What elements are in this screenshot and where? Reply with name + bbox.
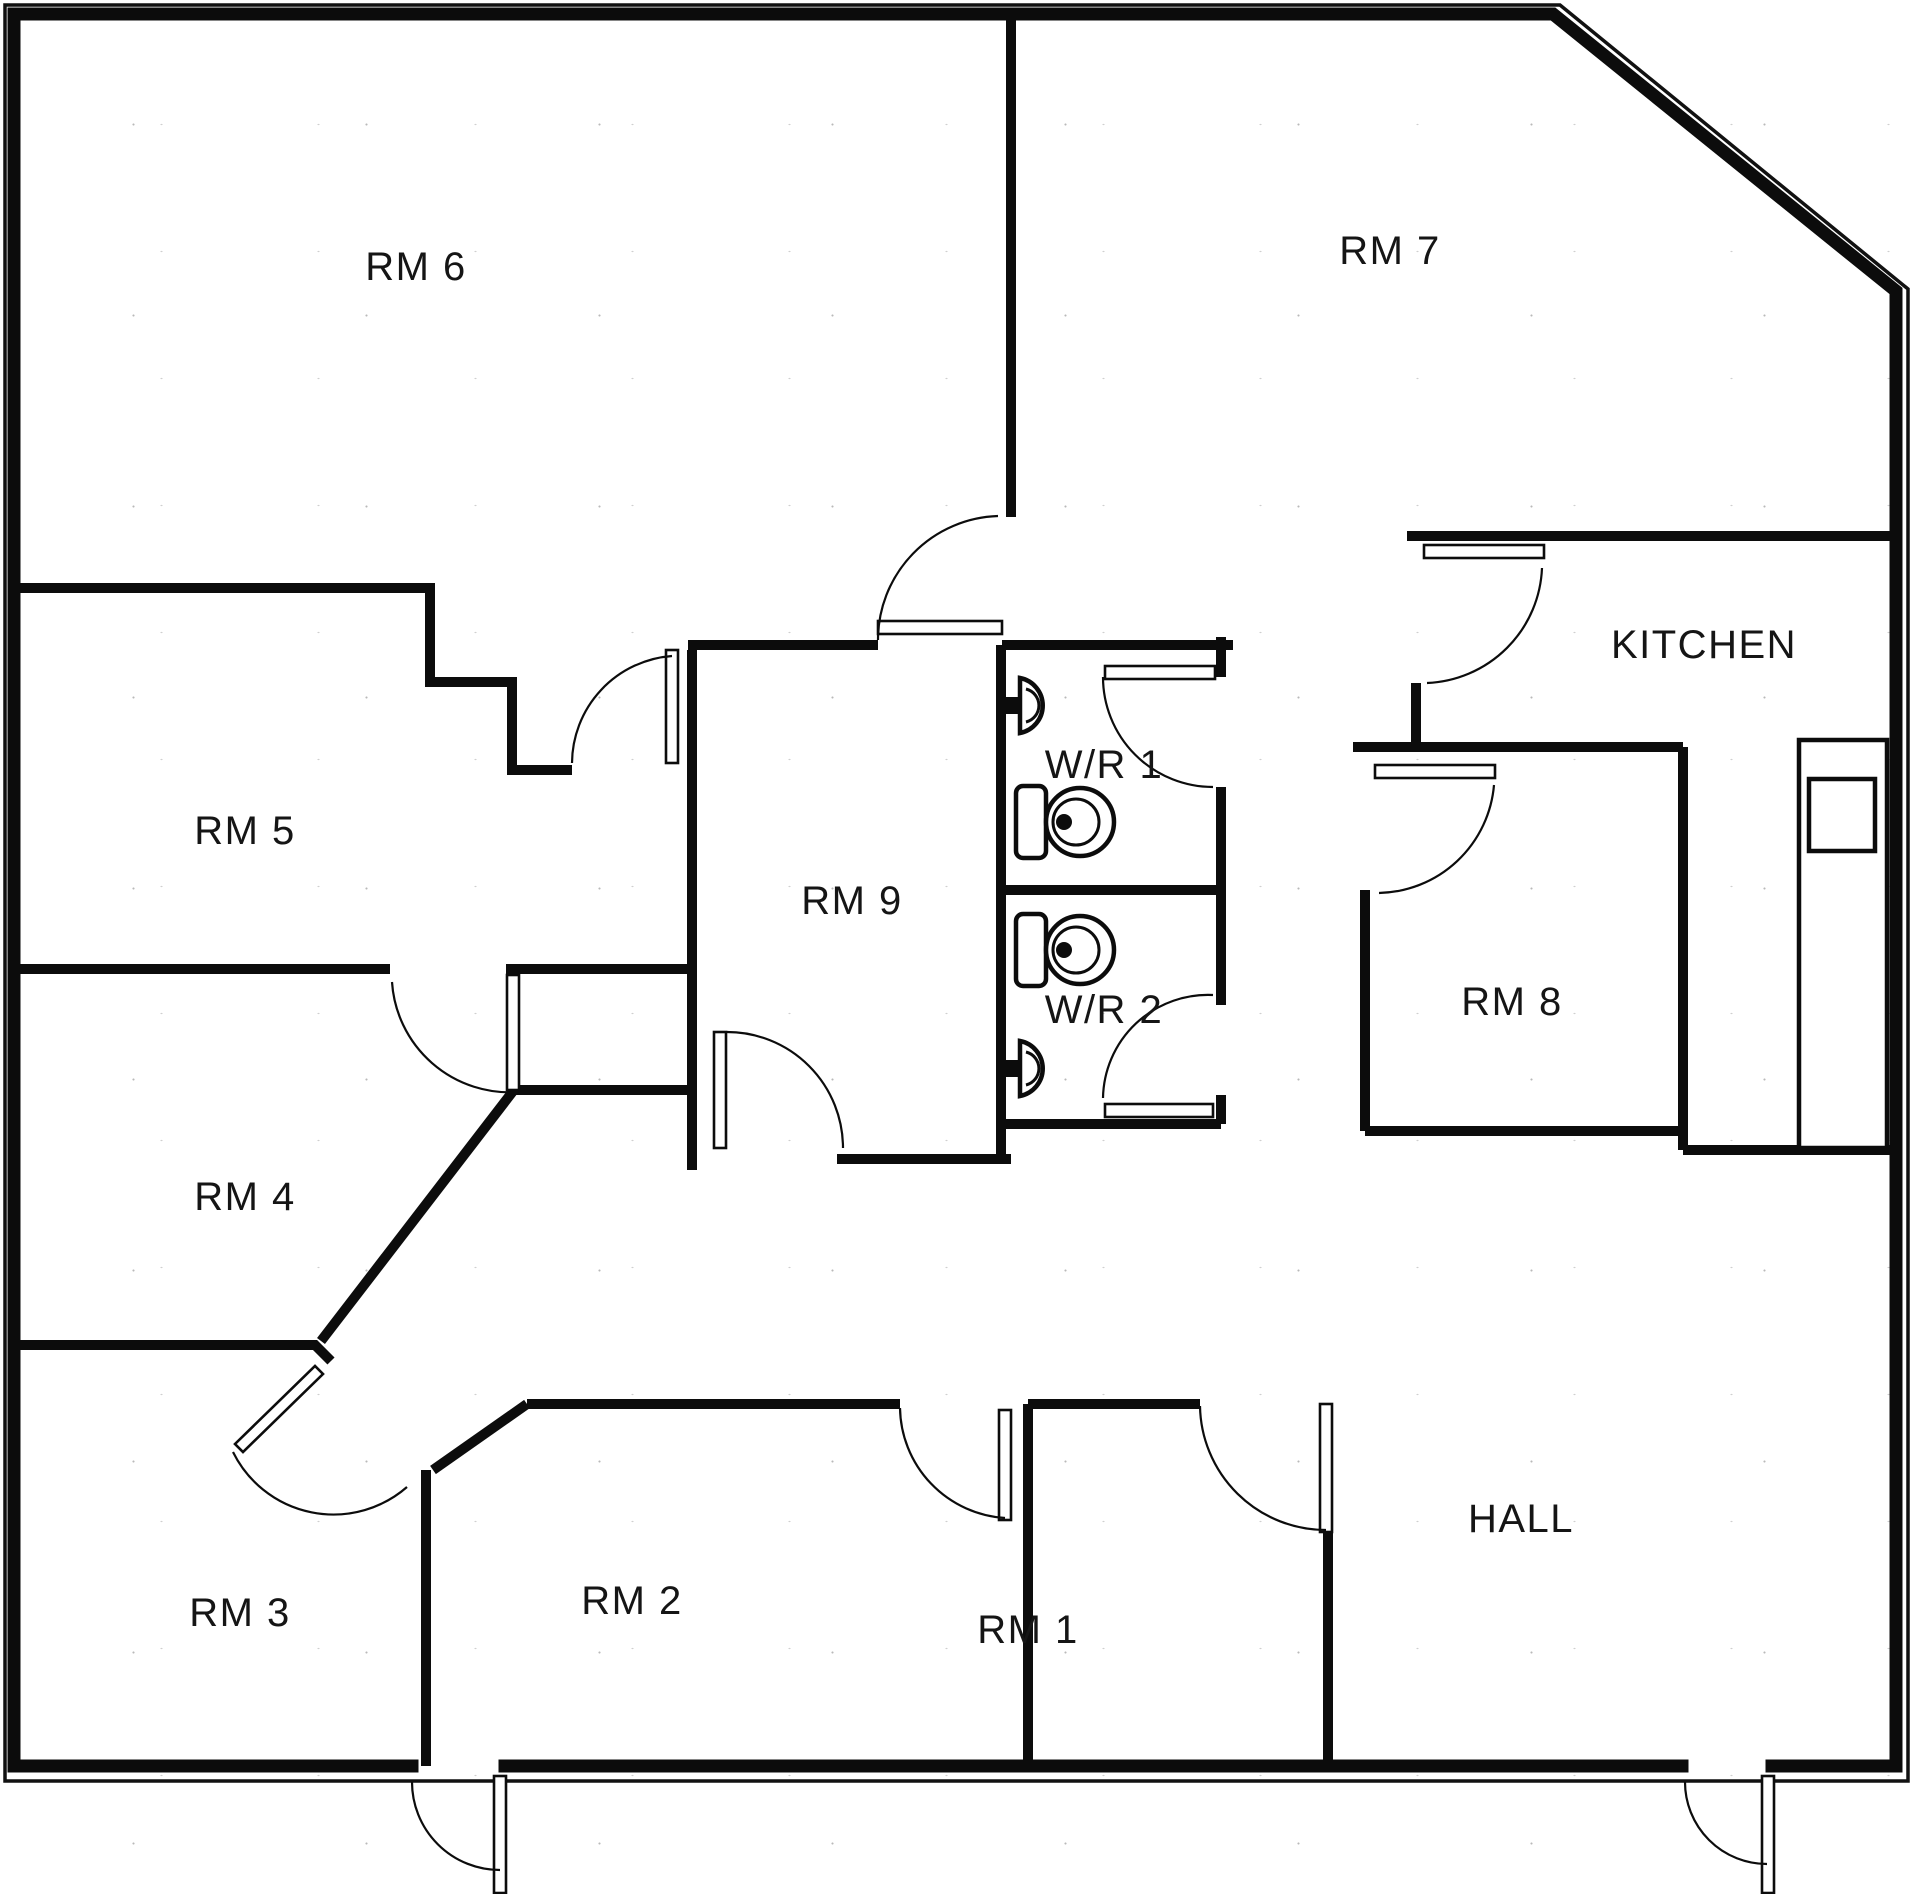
room-label-rm8: RM 8 xyxy=(1461,980,1563,1024)
door-rm9 xyxy=(712,1030,845,1150)
room-label-wr2: W/R 2 xyxy=(1045,988,1164,1032)
door-junction xyxy=(876,514,1004,641)
door-rm3 xyxy=(232,1364,408,1516)
room-label-hall: HALL xyxy=(1468,1497,1574,1541)
kitchen-sink xyxy=(1806,776,1878,854)
door-wr1 xyxy=(1101,664,1217,789)
door-rm5 xyxy=(570,648,680,765)
door-exterior-left xyxy=(410,1774,508,1894)
toilet-icon xyxy=(1013,911,1117,989)
room-label-rm2: RM 2 xyxy=(581,1579,683,1623)
room-label-rm5: RM 5 xyxy=(194,809,296,853)
room-label-rm4: RM 4 xyxy=(194,1175,296,1219)
door-rm1 xyxy=(1198,1402,1334,1534)
room-label-rm6: RM 6 xyxy=(365,245,467,289)
door-rm8 xyxy=(1373,763,1497,895)
kitchen-counter xyxy=(1796,737,1890,1151)
outer-wall-outline xyxy=(3,3,1910,1783)
room-label-rm3: RM 3 xyxy=(189,1591,291,1635)
door-wr2 xyxy=(1101,993,1215,1119)
sink-icon xyxy=(1006,675,1045,736)
doors xyxy=(232,514,1776,1894)
outer-walls xyxy=(7,7,1903,1773)
door-rm2 xyxy=(898,1407,1013,1522)
room-label-rm9: RM 9 xyxy=(801,879,903,923)
fixtures xyxy=(1006,675,1890,1151)
room-label-rm1: RM 1 xyxy=(977,1608,1079,1652)
room-labels: RM 6 RM 7 RM 5 RM 9 W/R 1 W/R 2 KITCHEN … xyxy=(189,229,1797,1652)
toilet-icon xyxy=(1013,783,1117,861)
door-exterior-hall xyxy=(1683,1774,1776,1894)
sink-icon xyxy=(1006,1038,1045,1099)
door-rm4 xyxy=(390,973,521,1094)
room-label-kitchen: KITCHEN xyxy=(1611,623,1797,667)
room-label-wr1: W/R 1 xyxy=(1045,743,1164,787)
door-kitchen xyxy=(1422,543,1546,685)
room-label-rm7: RM 7 xyxy=(1339,229,1441,273)
interior-walls xyxy=(8,14,1893,1766)
